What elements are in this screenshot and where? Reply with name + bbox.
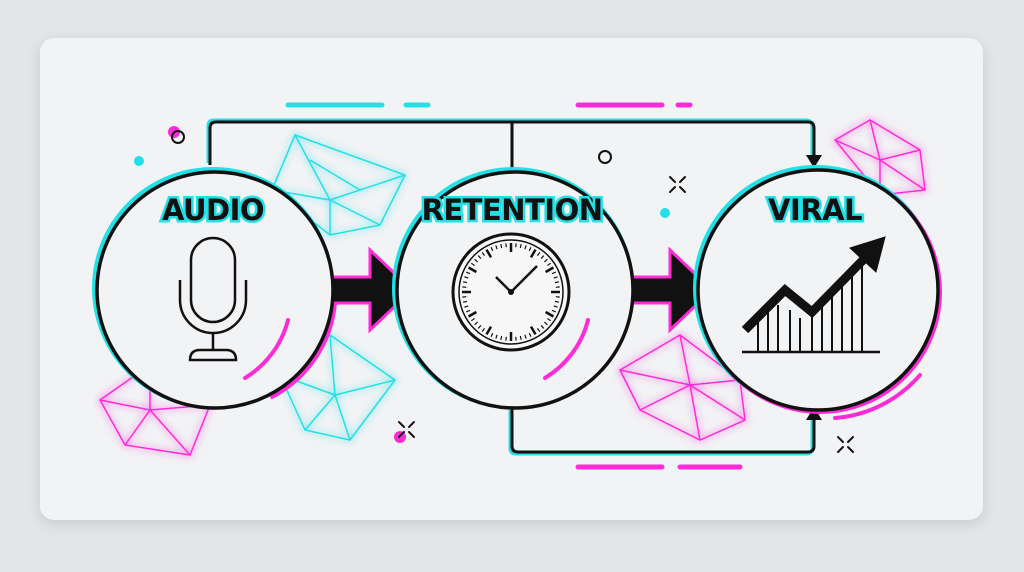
clock-tick	[528, 246, 532, 252]
clock-tick	[485, 326, 493, 336]
clock-tick	[465, 309, 471, 313]
clock-tick	[464, 276, 469, 279]
clock-tick	[536, 252, 541, 256]
clock-tick	[500, 243, 503, 249]
clock-tick	[551, 309, 557, 313]
clock-tick	[519, 335, 522, 341]
stage-audio: AUDIO	[92, 167, 338, 413]
clock-tick	[500, 335, 503, 341]
clock-tick	[467, 266, 477, 274]
clock-tick	[464, 305, 469, 308]
clock-tick	[519, 243, 522, 249]
clock-tick	[495, 245, 498, 250]
clock-tick	[477, 255, 482, 259]
clock-tick	[540, 325, 545, 329]
clock-tick	[524, 334, 527, 339]
clock-tick	[545, 266, 555, 274]
clock-tick	[462, 300, 468, 303]
decorative-dashes	[285, 102, 743, 470]
stage-retention: RETENTION	[392, 167, 635, 410]
clock-tick	[485, 248, 493, 258]
connector-lines	[206, 118, 816, 456]
clock-tick	[545, 310, 555, 318]
clock-tick	[524, 245, 527, 250]
clock-icon	[451, 232, 571, 352]
decorative-dots	[134, 126, 670, 443]
stage-label-retention: RETENTION	[422, 193, 603, 227]
clock-tick	[529, 326, 537, 336]
clock-tick	[474, 321, 478, 326]
clock-tick	[554, 281, 560, 284]
clock-tick	[540, 255, 545, 259]
cyan-polyhedron-top	[271, 134, 407, 236]
clock-tick	[554, 300, 560, 303]
stage-viral: VIRAL	[693, 165, 942, 420]
clock-tick	[465, 271, 471, 275]
clock-tick	[481, 252, 486, 256]
clock-tick	[553, 305, 558, 308]
clock-tick	[490, 246, 494, 252]
clock-tick	[544, 258, 548, 263]
clock-tick	[529, 248, 537, 258]
clock-tick	[544, 321, 548, 326]
clock-tick	[474, 258, 478, 263]
stage-label-viral: VIRAL	[768, 193, 862, 227]
clock-tick	[536, 328, 541, 332]
clock-tick	[462, 281, 468, 284]
clock-tick	[490, 332, 494, 338]
clock-tick	[553, 276, 558, 279]
clock-tick	[551, 271, 557, 275]
clock-tick	[547, 317, 551, 322]
clock-tick	[481, 328, 486, 332]
clock-tick	[477, 325, 482, 329]
clock-tick	[471, 317, 475, 322]
clock-tick	[495, 334, 498, 339]
clock-tick	[471, 262, 475, 267]
clock-tick	[467, 310, 477, 318]
stage-label-audio: AUDIO	[162, 193, 264, 227]
microphone-icon	[178, 236, 248, 362]
magenta-polyhedron-right-bottom	[619, 334, 746, 441]
sparkle-icons	[398, 176, 854, 453]
clock-tick	[528, 332, 532, 338]
arrowhead-down-icon	[806, 155, 822, 168]
trending-chart-icon	[741, 236, 886, 354]
clock-tick	[547, 262, 551, 267]
